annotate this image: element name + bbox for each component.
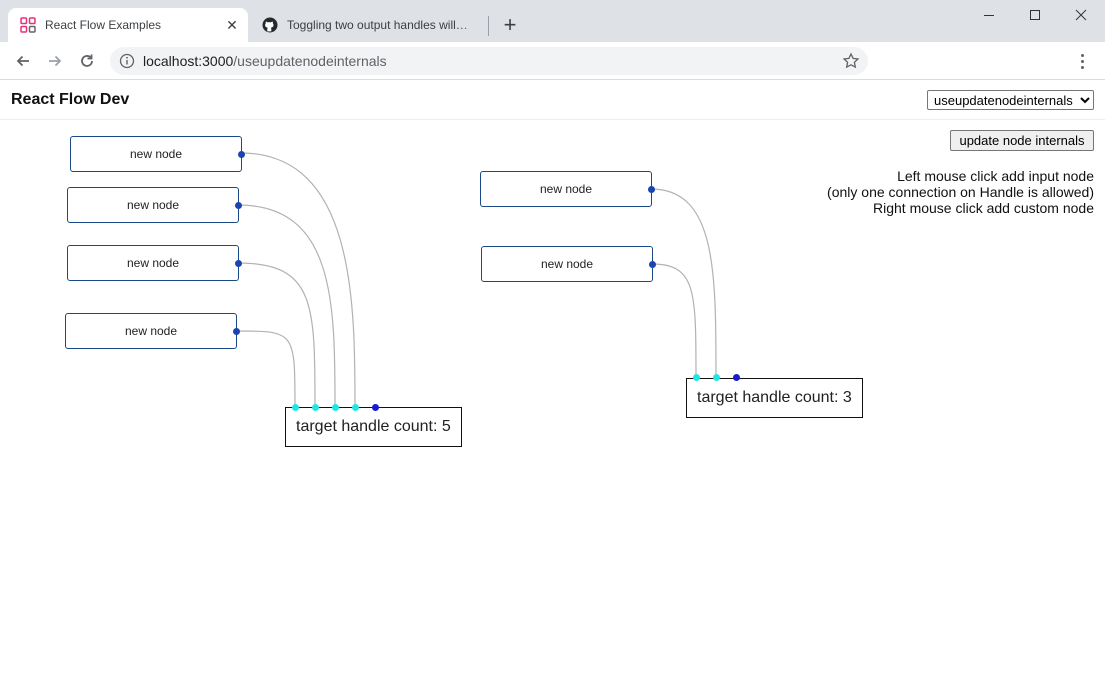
source-handle[interactable] [648, 186, 655, 193]
browser-tab-strip: React Flow Examples ✕ Toggling two outpu… [0, 0, 1105, 42]
node-label: new node [540, 257, 594, 271]
instruction-line: Left mouse click add input node [897, 168, 1094, 184]
close-window-icon[interactable] [1058, 0, 1104, 30]
edge [237, 204, 336, 409]
target-handle[interactable] [332, 404, 339, 411]
input-node[interactable]: new node [480, 171, 655, 207]
tab-title: React Flow Examples [45, 18, 162, 32]
node-label: new node [129, 147, 183, 161]
maximize-icon[interactable] [1012, 0, 1058, 30]
browser-menu-icon[interactable] [1072, 47, 1092, 75]
react-flow-canvas[interactable]: new node new node new node new node new … [0, 121, 1105, 697]
input-node[interactable]: new node [65, 313, 240, 349]
edges-layer [235, 152, 717, 409]
minimize-icon[interactable] [966, 0, 1012, 30]
source-handle[interactable] [238, 151, 245, 158]
url-path: /useupdatenodeinternals [233, 53, 387, 69]
new-tab-plus-icon[interactable]: + [503, 12, 517, 37]
target-handle[interactable] [713, 374, 720, 381]
edge [235, 330, 296, 409]
custom-node[interactable]: target handle count: 5 [285, 407, 462, 447]
input-node[interactable]: new node [67, 187, 242, 223]
input-node[interactable]: new node [481, 246, 656, 282]
tab-separator [488, 16, 489, 36]
example-select[interactable]: useupdatenodeinternals [927, 90, 1094, 110]
edge [651, 263, 697, 379]
source-handle[interactable] [235, 202, 242, 209]
forward-arrow-icon[interactable] [41, 47, 69, 75]
node-label: new node [124, 324, 178, 338]
reload-icon[interactable] [73, 47, 101, 75]
source-handle[interactable] [233, 328, 240, 335]
tab-github-issue[interactable]: Toggling two output handles will… [250, 8, 488, 42]
custom-node-label: target handle count: 3 [697, 389, 852, 406]
custom-node-label: target handle count: 5 [296, 418, 451, 435]
url-text: localhost:3000/useupdatenodeinternals [143, 53, 387, 69]
github-icon [262, 17, 278, 33]
instruction-line: Right mouse click add custom node [873, 200, 1094, 216]
edge [650, 188, 717, 379]
target-handle[interactable] [372, 404, 379, 411]
tab-react-flow-examples[interactable]: React Flow Examples ✕ [8, 8, 248, 42]
react-flow-favicon-icon [20, 17, 36, 33]
input-node[interactable]: new node [67, 245, 242, 281]
site-info-icon[interactable] [119, 53, 135, 69]
target-handle[interactable] [733, 374, 740, 381]
page-title: React Flow Dev [11, 91, 130, 108]
edge [240, 152, 356, 409]
instruction-line: (only one connection on Handle is allowe… [827, 184, 1094, 200]
update-node-internals-button[interactable]: update node internals [950, 130, 1094, 151]
node-label: new node [126, 198, 180, 212]
target-handle[interactable] [312, 404, 319, 411]
tab-title: Toggling two output handles will… [287, 18, 468, 32]
browser-toolbar: localhost:3000/useupdatenodeinternals [0, 42, 1105, 80]
back-arrow-icon[interactable] [9, 47, 37, 75]
bookmark-star-icon[interactable] [842, 52, 860, 70]
custom-node[interactable]: target handle count: 3 [686, 378, 863, 418]
instructions-panel: Left mouse click add input node (only on… [827, 168, 1094, 216]
node-label: new node [539, 182, 593, 196]
address-bar[interactable]: localhost:3000/useupdatenodeinternals [110, 47, 868, 75]
source-handle[interactable] [649, 261, 656, 268]
edge [237, 262, 316, 409]
source-handle[interactable] [235, 260, 242, 267]
target-handle[interactable] [352, 404, 359, 411]
target-handle[interactable] [292, 404, 299, 411]
target-handle[interactable] [693, 374, 700, 381]
input-node[interactable]: new node [70, 136, 245, 172]
node-label: new node [126, 256, 180, 270]
url-host: localhost:3000 [143, 53, 234, 69]
app-header: React Flow Dev useupdatenodeinternals [0, 81, 1105, 120]
tab-close-icon[interactable]: ✕ [226, 16, 238, 33]
